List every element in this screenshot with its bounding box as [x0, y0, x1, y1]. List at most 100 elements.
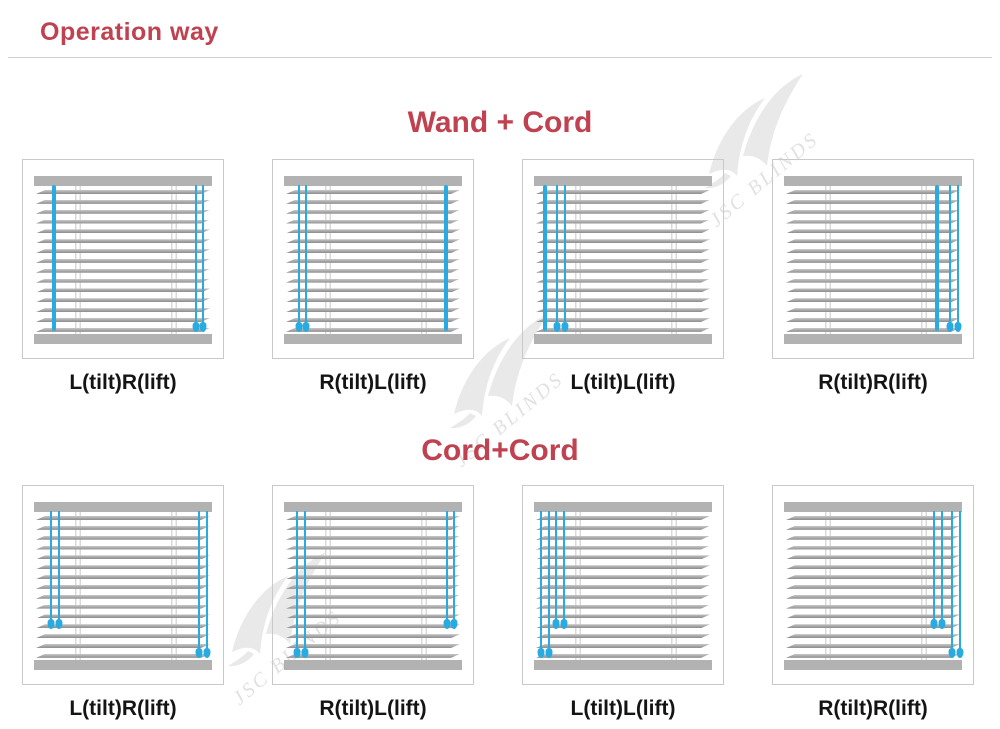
- cord-tassel: [954, 322, 962, 332]
- slat: [286, 200, 460, 204]
- slat: [536, 546, 710, 550]
- slat: [286, 624, 460, 628]
- slat: [786, 298, 960, 302]
- slat: [786, 288, 960, 292]
- slat: [536, 634, 710, 638]
- slat: [786, 634, 960, 638]
- lift-cord: [47, 511, 55, 629]
- headrail: [284, 176, 462, 186]
- lift-cord: [946, 185, 954, 332]
- slat: [36, 239, 210, 243]
- cord-tassel: [301, 648, 309, 658]
- slat: [36, 229, 210, 233]
- slat: [36, 328, 210, 332]
- cord-tassel: [55, 619, 63, 629]
- slat: [286, 536, 460, 540]
- slat: [536, 259, 710, 263]
- slat: [536, 654, 710, 658]
- slat: [286, 288, 460, 292]
- title-underline: [8, 57, 992, 58]
- cord-tassel: [293, 648, 301, 658]
- lift-cord: [545, 511, 553, 658]
- blind-row-wand-cord: L(tilt)R(lift) R(tilt)L(lift) L(tilt)L(l…: [22, 159, 974, 395]
- slat: [36, 624, 210, 628]
- cord-tassel: [560, 619, 568, 629]
- lift-cord: [948, 511, 956, 658]
- cord-tassel: [956, 648, 964, 658]
- slat: [536, 318, 710, 322]
- blind-label: R(tilt)R(lift): [818, 697, 928, 720]
- slat: [786, 328, 960, 332]
- slat: [786, 210, 960, 214]
- slat: [286, 634, 460, 638]
- slat: [786, 614, 960, 618]
- slat: [536, 555, 710, 559]
- lift-cord: [561, 185, 569, 332]
- slat: [36, 288, 210, 292]
- blind-window: [522, 159, 724, 359]
- slat: [536, 210, 710, 214]
- blind-diagram-card: R(tilt)L(lift): [272, 485, 474, 721]
- slat: [536, 644, 710, 648]
- lift-cord: [192, 185, 200, 332]
- slat: [286, 328, 460, 332]
- cord-tassel: [553, 322, 561, 332]
- blind-diagram-card: L(tilt)L(lift): [522, 159, 724, 395]
- cord-tassel: [948, 648, 956, 658]
- lift-cord: [938, 511, 946, 629]
- slat: [36, 614, 210, 618]
- slat: [286, 269, 460, 273]
- slat: [536, 328, 710, 332]
- lift-cord: [450, 511, 458, 629]
- slat: [786, 229, 960, 233]
- headrail: [34, 176, 212, 186]
- slat: [286, 298, 460, 302]
- lift-cord: [930, 511, 938, 629]
- slat: [36, 249, 210, 253]
- bottom-rail: [34, 660, 212, 670]
- slat: [786, 565, 960, 569]
- blind-window: [272, 485, 474, 685]
- headrail: [784, 176, 962, 186]
- slat: [786, 200, 960, 204]
- slat: [536, 220, 710, 224]
- slat: [786, 536, 960, 540]
- slat: [786, 249, 960, 253]
- blind-label: R(tilt)R(lift): [818, 371, 928, 394]
- slat: [536, 239, 710, 243]
- blind-window: [272, 159, 474, 359]
- slat: [536, 585, 710, 589]
- slat: [36, 595, 210, 599]
- slat: [536, 614, 710, 618]
- slat: [286, 644, 460, 648]
- slat: [36, 308, 210, 312]
- slat: [36, 644, 210, 648]
- blind-window: [772, 485, 974, 685]
- cord-tassel: [302, 322, 310, 332]
- bottom-rail: [784, 660, 962, 670]
- blind-label: L(tilt)L(lift): [570, 697, 676, 720]
- blind-label: L(tilt)L(lift): [570, 371, 676, 394]
- section-heading-cord-cord: Cord+Cord: [421, 434, 579, 467]
- slat: [536, 249, 710, 253]
- slat: [286, 614, 460, 618]
- cord-tassel: [199, 322, 207, 332]
- cord-tassel: [192, 322, 200, 332]
- slat: [36, 536, 210, 540]
- slat-stack: [286, 190, 460, 332]
- cord-tassel: [545, 648, 553, 658]
- cord-tassel: [946, 322, 954, 332]
- slat: [36, 298, 210, 302]
- cord-tassel: [552, 619, 560, 629]
- slat: [786, 585, 960, 589]
- lift-cord: [443, 511, 451, 629]
- slat: [786, 220, 960, 224]
- slat: [786, 318, 960, 322]
- slat: [536, 605, 710, 609]
- slat: [36, 269, 210, 273]
- cord-tassel: [47, 619, 55, 629]
- slat: [536, 229, 710, 233]
- headrail: [784, 502, 962, 512]
- cord-tassel: [561, 322, 569, 332]
- blind-diagram-card: R(tilt)R(lift): [772, 159, 974, 395]
